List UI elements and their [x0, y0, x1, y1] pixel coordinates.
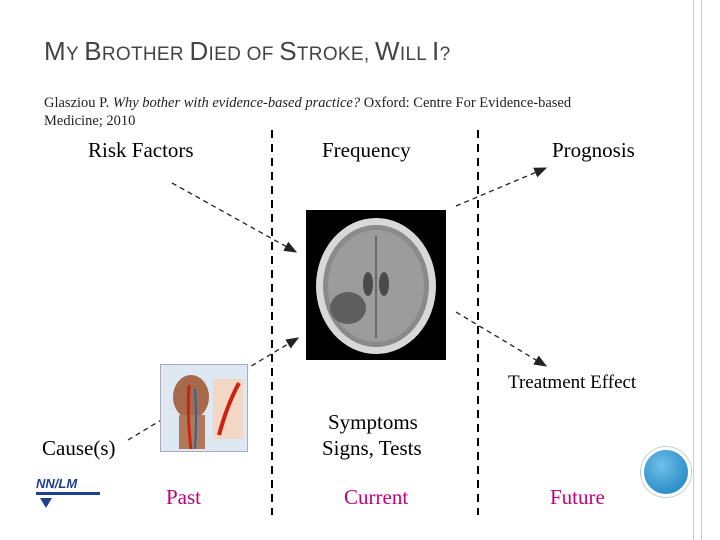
title-rest: ied of	[208, 44, 280, 65]
nnlm-logo: NN/LM	[36, 474, 100, 510]
citation-author: Glasziou P.	[44, 95, 113, 111]
slide-right-border	[693, 0, 702, 540]
label-prognosis: Prognosis	[552, 138, 635, 162]
title-rest: ill	[399, 44, 433, 65]
citation-work: Why bother with evidence-based practice?	[112, 95, 361, 111]
nnlm-logo-text: NN/LM	[36, 476, 78, 491]
label-future: Future	[550, 485, 605, 509]
title-cap: M	[44, 36, 66, 66]
arrow-scan-to-treatment	[455, 311, 548, 367]
label-current: Current	[344, 485, 409, 509]
title-rest: ?	[439, 44, 451, 65]
title-cap: W	[375, 36, 400, 66]
slide-title: My Brother Died of Stroke, Will I?	[44, 36, 450, 67]
citation: Glasziou P. Why bother with evidence-bas…	[44, 94, 624, 130]
label-treatment-effect: Treatment Effect	[508, 372, 637, 393]
label-past: Past	[166, 485, 202, 509]
title-rest: rother	[101, 44, 190, 65]
arrow-scan-to-prognosis	[455, 167, 548, 207]
citation-publisher: Oxford: Centre For Evidence-based Medici…	[44, 95, 572, 129]
title-cap: B	[84, 36, 102, 66]
title-cap: S	[279, 36, 297, 66]
label-signs-tests: Signs, Tests	[322, 436, 422, 460]
brain-ct-scan-image	[306, 210, 446, 360]
title-rest: y	[65, 44, 85, 65]
label-frequency: Frequency	[322, 138, 411, 162]
label-risk-factors: Risk Factors	[88, 138, 194, 162]
title-cap: I	[432, 36, 440, 66]
title-rest: troke,	[296, 44, 376, 65]
arrow-risk-to-scan	[171, 182, 298, 253]
decorative-circle	[641, 447, 691, 497]
label-symptoms: Symptoms	[328, 410, 418, 434]
title-cap: D	[189, 36, 209, 66]
label-causes: Cause(s)	[42, 436, 116, 460]
carotid-anatomy-illustration	[160, 364, 248, 452]
